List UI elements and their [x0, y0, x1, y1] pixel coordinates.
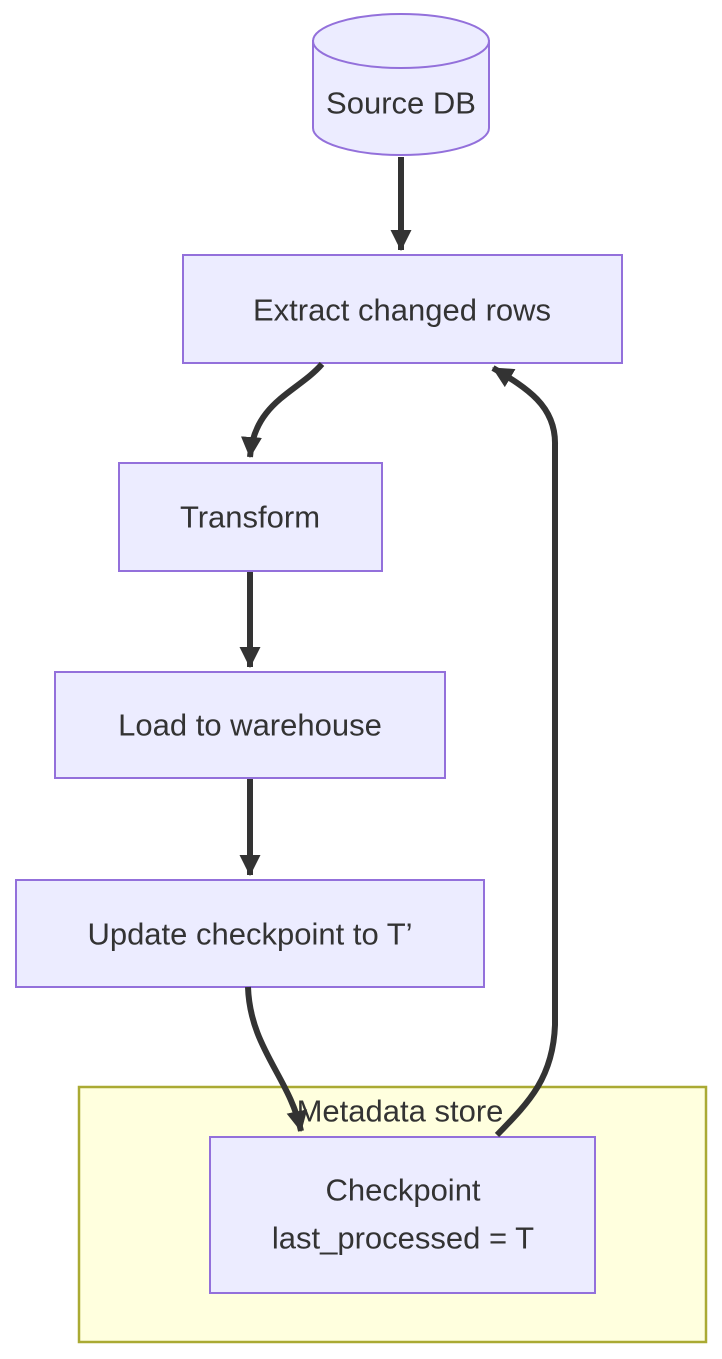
extract-label: Extract changed rows	[253, 293, 551, 328]
node-checkpoint: Checkpoint last_processed = T	[209, 1136, 596, 1294]
node-source-db: Source DB	[312, 13, 490, 156]
checkpoint-label-line1: Checkpoint	[325, 1173, 480, 1208]
source-db-label: Source DB	[326, 86, 476, 121]
transform-box	[118, 462, 383, 572]
edge-checkpoint-to-extract	[491, 365, 559, 1138]
checkpoint-label-line2: last_processed = T	[272, 1221, 534, 1256]
edge-extract-to-transform	[240, 362, 325, 459]
load-label: Load to warehouse	[118, 708, 382, 743]
update-checkpoint-label: Update checkpoint to T’	[87, 917, 412, 952]
load-box	[54, 671, 446, 779]
edge-update-to-checkpoint	[245, 986, 308, 1133]
edges	[239, 157, 559, 1138]
node-update-checkpoint: Update checkpoint to T’	[15, 879, 485, 988]
checkpoint-box	[209, 1136, 596, 1294]
metadata-store-title: Metadata store	[297, 1094, 504, 1129]
source-db-cylinder-top	[312, 13, 490, 69]
node-extract: Extract changed rows	[182, 254, 623, 364]
transform-label: Transform	[180, 500, 320, 535]
update-checkpoint-box	[15, 879, 485, 988]
node-load: Load to warehouse	[54, 671, 446, 779]
node-transform: Transform	[118, 462, 383, 572]
source-db-cylinder-body	[312, 40, 490, 156]
extract-box	[182, 254, 623, 364]
